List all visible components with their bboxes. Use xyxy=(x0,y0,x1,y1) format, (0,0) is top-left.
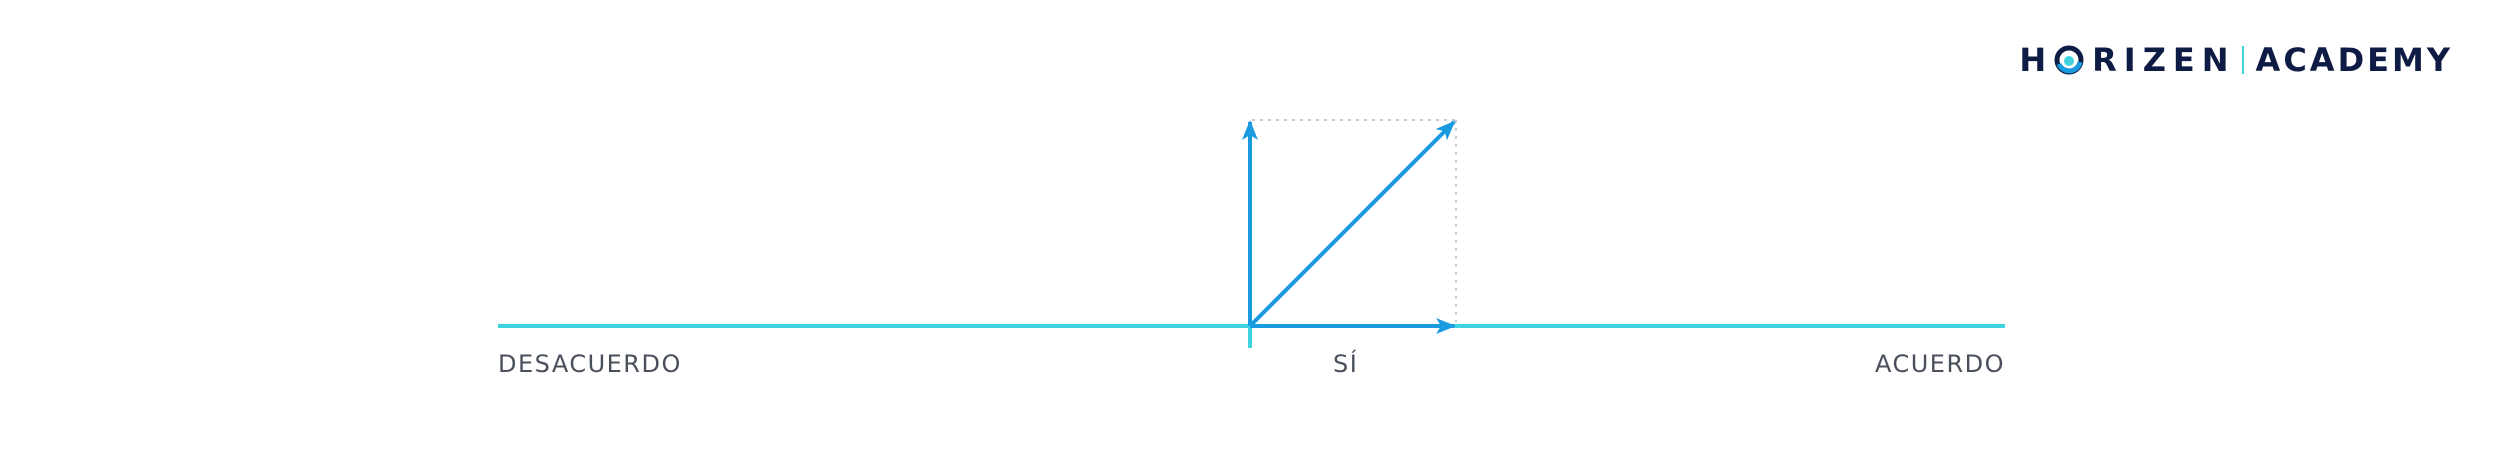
logo-wordmark: H RIZEN xyxy=(2019,41,2235,79)
logo-academy: ACADEMY xyxy=(2255,41,2453,79)
resultant-vector xyxy=(1248,120,1456,328)
logo-divider xyxy=(2241,46,2244,74)
logo-prefix: H xyxy=(2019,41,2054,79)
logo-suffix: RIZEN xyxy=(2092,41,2236,79)
agreement-label: ACUERDO xyxy=(1874,350,2005,378)
horizen-academy-logo: H RIZEN ACADEMY xyxy=(2019,40,2453,80)
disagreement-label: DESACUERDO xyxy=(498,350,682,378)
horizen-o-icon xyxy=(2054,45,2084,75)
yes-label: SÍ xyxy=(1333,350,1359,378)
